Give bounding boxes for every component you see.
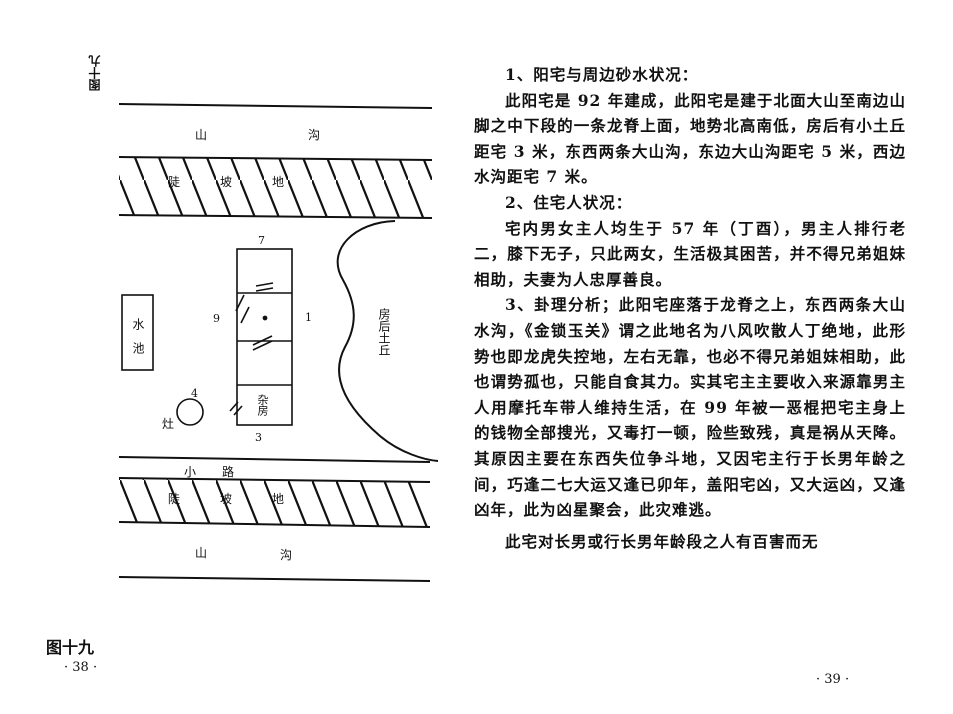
small-road-label: 小路: [184, 465, 261, 479]
bottom-mountain-label: 山: [195, 546, 208, 560]
top-mountain-label: 山: [195, 128, 208, 142]
top-slope-text: 陡坡地: [168, 175, 325, 189]
pond-label: 水池: [131, 318, 145, 366]
bottom-slope-band: [119, 478, 430, 527]
house-number-left: 9: [213, 312, 220, 325]
well-number: 4: [191, 387, 198, 400]
house-number-bottom: 3: [255, 431, 262, 444]
paragraph-1: 此阳宅是 92 年建成，此阳宅是建于北面大山至南边山脚之中下段的一条龙脊上面，地…: [474, 90, 906, 187]
house-room-label: 杂房: [256, 394, 269, 416]
well-circle: [176, 398, 204, 426]
section-heading-2: 2、住宅人状况：: [505, 192, 633, 212]
left-page-number: · 38 ·: [64, 660, 98, 675]
house-number-top: 7: [258, 234, 265, 247]
figure-caption-vertical: 图十九: [88, 55, 102, 91]
paragraph-3: 3、卦理分析；此阳宅座落于龙脊之上，东西两条大山水沟，《金锁玉关》谓之此地名为八…: [474, 295, 906, 520]
well-label: 灶: [162, 417, 175, 431]
bottom-slope-text: 陡坡地: [168, 492, 325, 506]
back-hill-label: 房后土丘: [377, 308, 391, 356]
door-marks: [229, 282, 274, 416]
bottom-ditch-label: 沟: [280, 548, 293, 562]
top-ditch-label: 沟: [308, 128, 321, 142]
pond-box: [121, 294, 154, 371]
top-slope-band: [119, 157, 432, 218]
right-page-number: · 39 ·: [816, 672, 850, 687]
paragraph-2: 宅内男女主人均生于 57 年（丁酉），男主人排行老二，膝下无子，只此两女，生活极…: [474, 218, 906, 289]
house-outline: [236, 248, 293, 426]
right-page-body: 1、阳宅与周边砂水状况： 此阳宅是 92 年建成，此阳宅是建于北面大山至南边山脚…: [474, 62, 906, 554]
figure-caption: 图十九: [46, 638, 95, 657]
back-hill-curve: [336, 220, 439, 462]
paragraph-4: 此宅对长男或行长男年龄段之人有百害而无: [505, 531, 819, 551]
house-number-mid: 1: [305, 311, 312, 324]
section-heading-1: 1、阳宅与周边砂水状况：: [505, 65, 699, 84]
